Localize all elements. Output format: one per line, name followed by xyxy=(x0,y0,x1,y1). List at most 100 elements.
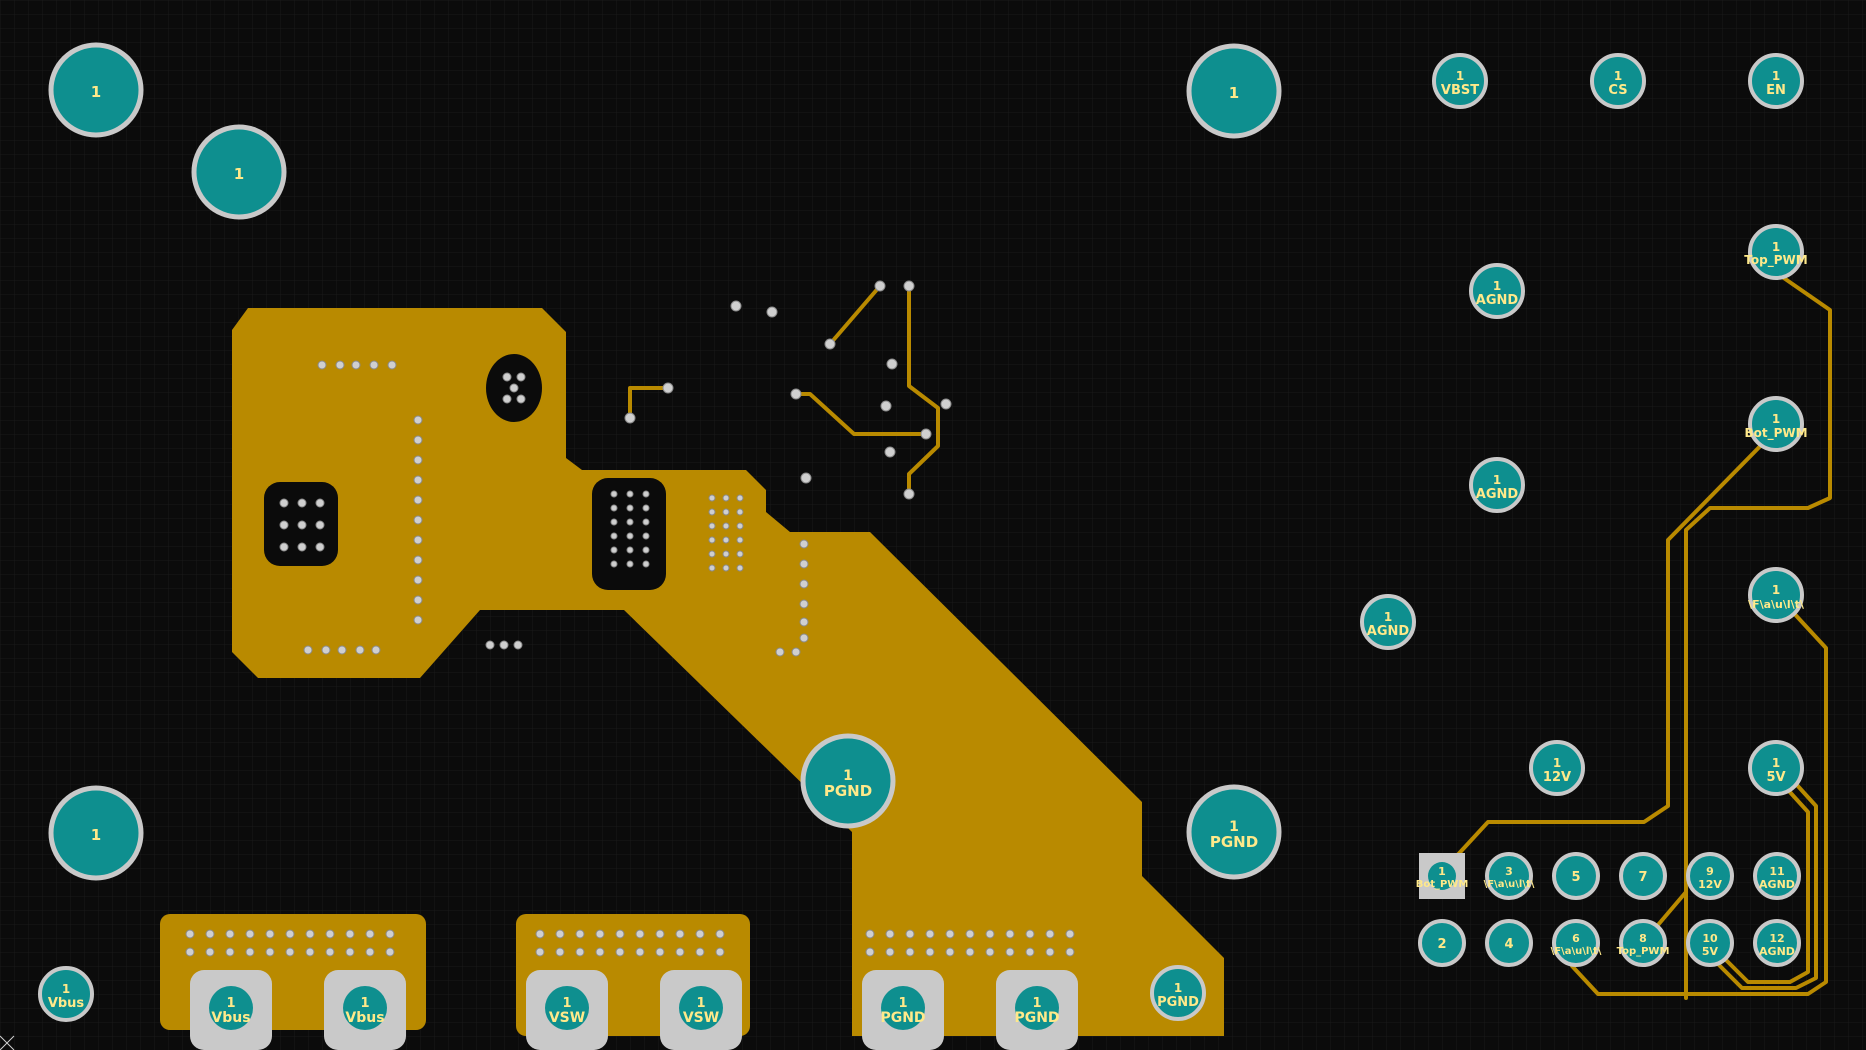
mount-pad-tl2[interactable]: 1 xyxy=(191,124,287,220)
pad-en[interactable]: 1 EN xyxy=(1748,53,1804,109)
pad-number: 1 xyxy=(843,768,853,784)
pin-number: 5 xyxy=(1571,870,1580,885)
pad-net: PGND xyxy=(824,782,872,800)
pin-net: 12V xyxy=(1698,878,1722,891)
pad-pgnd-center[interactable]: 1 PGND xyxy=(800,733,896,829)
pin-net: \F\a\u\l\t\ xyxy=(1484,879,1535,890)
pad-net: PGND xyxy=(1157,995,1199,1010)
header-pin-7[interactable]: 7 xyxy=(1619,852,1667,900)
pad-number: 1 xyxy=(1493,279,1501,293)
mount-pad-bl[interactable]: 1 xyxy=(48,785,144,881)
pin-number: 1 xyxy=(1438,865,1446,878)
pad-number: 1 xyxy=(1614,69,1622,83)
pad-net: VBST xyxy=(1441,83,1479,98)
pad-number: 1 xyxy=(1772,756,1780,770)
header-pin-10[interactable]: 10 5V xyxy=(1686,919,1734,967)
pin-number: 6 xyxy=(1572,932,1580,945)
pad-number: 1 xyxy=(898,996,907,1011)
pin-net: Bot_PWM xyxy=(1416,879,1469,890)
pad-vbst[interactable]: 1 VBST xyxy=(1432,53,1488,109)
header-pin-2[interactable]: 2 xyxy=(1418,919,1466,967)
header-pin-1[interactable]: 1 Bot_PWM xyxy=(1416,853,1469,899)
pad-pgnd-b[interactable]: 1 PGND xyxy=(996,970,1078,1050)
pad-cs[interactable]: 1 CS xyxy=(1590,53,1646,109)
pad-top-pwm[interactable]: 1 Top_PWM xyxy=(1744,224,1808,280)
pad-number: 1 xyxy=(696,996,705,1011)
pad-agnd-c[interactable]: 1 AGND xyxy=(1360,594,1416,650)
pad-5v[interactable]: 1 5V xyxy=(1748,740,1804,796)
pad-net: VSW xyxy=(683,1010,719,1026)
pin-number: 2 xyxy=(1437,937,1446,952)
pad-number: 1 xyxy=(1493,473,1501,487)
pin-number: 11 xyxy=(1769,865,1784,878)
pad-number: 1 xyxy=(1032,996,1041,1011)
pad-pgnd-right[interactable]: 1 PGND xyxy=(1186,784,1282,880)
pad-net: Bot_PWM xyxy=(1744,426,1807,441)
pad-vbus-a[interactable]: 1 Vbus xyxy=(190,970,272,1050)
pad-number: 1 xyxy=(562,996,571,1011)
pad-net: Top_PWM xyxy=(1744,253,1807,268)
pad-number: 1 xyxy=(1229,84,1239,102)
pad-pgnd-a[interactable]: 1 PGND xyxy=(862,970,944,1050)
pin-net: \F\a\u\l\t\ xyxy=(1551,946,1602,957)
pad-net: PGND xyxy=(1210,833,1258,851)
pad-net: AGND xyxy=(1476,293,1519,308)
pad-net: PGND xyxy=(880,1010,925,1026)
header-connector: 1 Bot_PWM 2 3 \F\a\u\l\t\ 4 5 6 \F\a\u\l… xyxy=(1416,852,1801,967)
pad-agnd-a[interactable]: 1 AGND xyxy=(1469,263,1525,319)
pad-net: 12V xyxy=(1543,770,1571,785)
pad-net: 5V xyxy=(1766,770,1785,785)
origin-marker-icon xyxy=(0,1035,15,1050)
header-pin-5[interactable]: 5 xyxy=(1552,852,1600,900)
mount-pad-tc[interactable]: 1 xyxy=(1186,43,1282,139)
pad-number: 1 xyxy=(1772,583,1780,597)
pad-number: 1 xyxy=(1384,610,1392,624)
pad-number: 1 xyxy=(1174,981,1182,995)
pin-number: 8 xyxy=(1639,932,1647,945)
pin-number: 12 xyxy=(1769,932,1784,945)
pin-number: 9 xyxy=(1706,865,1714,878)
pad-bot-pwm[interactable]: 1 Bot_PWM xyxy=(1744,396,1808,452)
pad-net: CS xyxy=(1608,83,1627,98)
pad-vsw-b[interactable]: 1 VSW xyxy=(660,970,742,1050)
pin-net: Top_PWM xyxy=(1617,946,1670,957)
header-pin-9[interactable]: 9 12V xyxy=(1686,852,1734,900)
pad-number: 1 xyxy=(1456,69,1464,83)
signal-traces xyxy=(628,272,1832,1000)
via-group xyxy=(279,280,952,657)
pad-number: 1 xyxy=(91,83,101,101)
pad-net: AGND xyxy=(1476,487,1519,502)
pad-net: \F\a\u\l\t\ xyxy=(1748,598,1805,611)
pad-net: VSW xyxy=(549,1010,585,1026)
pad-agnd-b[interactable]: 1 AGND xyxy=(1469,457,1525,513)
pad-pgnd-small[interactable]: 1 PGND xyxy=(1150,965,1206,1021)
header-pin-12[interactable]: 12 AGND xyxy=(1753,919,1801,967)
pad-number: 1 xyxy=(62,982,70,996)
pad-number: 1 xyxy=(1553,756,1561,770)
pad-12v[interactable]: 1 12V xyxy=(1529,740,1585,796)
pad-net: Vbus xyxy=(211,1010,250,1026)
pad-number: 1 xyxy=(91,826,101,844)
pin-net: AGND xyxy=(1759,945,1795,958)
mount-pad-tl1[interactable]: 1 xyxy=(48,42,144,138)
pad-net: Vbus xyxy=(345,1010,384,1026)
header-pin-11[interactable]: 11 AGND xyxy=(1753,852,1801,900)
pin-net: AGND xyxy=(1759,878,1795,891)
header-pin-6[interactable]: 6 \F\a\u\l\t\ xyxy=(1551,919,1602,967)
pad-fault-right[interactable]: 1 \F\a\u\l\t\ xyxy=(1748,567,1805,623)
pad-number: 1 xyxy=(1772,240,1780,254)
pad-vsw-a[interactable]: 1 VSW xyxy=(526,970,608,1050)
pin-number: 3 xyxy=(1505,865,1513,878)
header-pin-4[interactable]: 4 xyxy=(1485,919,1533,967)
pad-number: 1 xyxy=(1229,819,1239,835)
via-array-bottom xyxy=(185,929,1075,957)
header-pin-3[interactable]: 3 \F\a\u\l\t\ xyxy=(1484,852,1535,900)
pad-number: 1 xyxy=(226,996,235,1011)
pin-net: 5V xyxy=(1702,945,1719,958)
header-pin-8[interactable]: 8 Top_PWM xyxy=(1617,919,1670,967)
pad-vbus-small[interactable]: 1 Vbus xyxy=(38,966,94,1022)
pad-net: AGND xyxy=(1367,624,1410,639)
pad-net: PGND xyxy=(1014,1010,1059,1026)
pad-vbus-b[interactable]: 1 Vbus xyxy=(324,970,406,1050)
